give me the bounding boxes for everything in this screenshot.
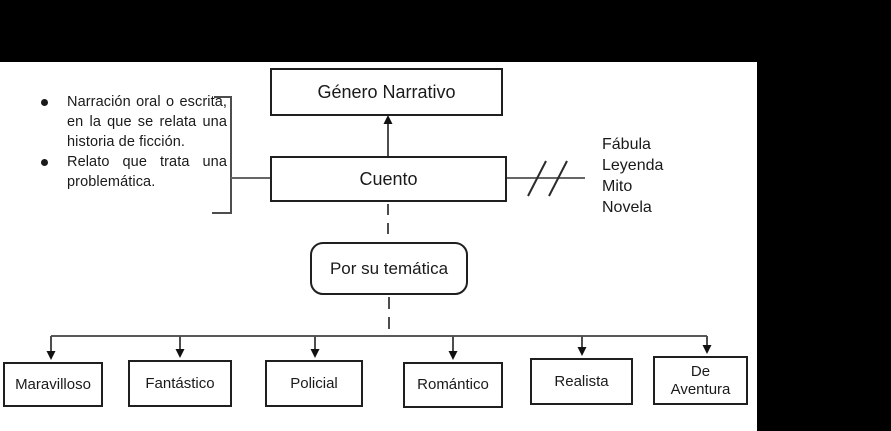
node-por-su-tematica: Por su temática [310,242,468,295]
break-slash-2 [548,160,568,197]
node-genero-narrativo: Género Narrativo [270,68,503,116]
node-label: Maravilloso [15,375,91,393]
bullet-dot-icon [41,159,48,166]
node-label: Por su temática [329,258,449,278]
definition-bullet-list: Narración oral o escrita, en la que se r… [35,92,227,192]
node-cuento: Cuento [270,156,507,202]
definition-text: Narración oral o escrita, en la que se r… [67,94,227,150]
node-label: Cuento [359,168,418,189]
node-label: Romántico [417,376,489,393]
list-item: Relato que trata una problemática. [35,152,227,192]
list-item: Fábula [602,136,651,153]
node-realista: Realista [530,358,633,405]
list-item: Narración oral o escrita, en la que se r… [35,92,227,152]
node-fantastico: Fantástico [128,360,232,407]
up-arrowhead [383,115,393,124]
break-slash-1 [527,160,547,197]
node-label: Fantástico [145,374,215,392]
definition-text: Relato que trata una problemática. [67,154,227,190]
node-maravilloso: Maravilloso [3,362,103,407]
right-black-bar [757,0,891,431]
list-item: Mito [602,178,633,195]
node-label: Género Narrativo [317,81,456,102]
node-romantico: Romántico [403,362,503,408]
subtype-drop-lines [50,336,708,354]
node-label: De Aventura [670,362,731,398]
top-black-bar [0,0,891,62]
list-item: Novela [602,199,652,216]
list-item: Leyenda [602,157,664,174]
node-label: Policial [290,374,338,392]
node-de-aventura: De Aventura [653,356,748,405]
node-policial: Policial [265,360,363,407]
bullet-dot-icon [41,99,48,106]
related-genres-list: Fábula Leyenda Mito Novela [602,134,663,218]
node-label: Realista [554,372,609,390]
